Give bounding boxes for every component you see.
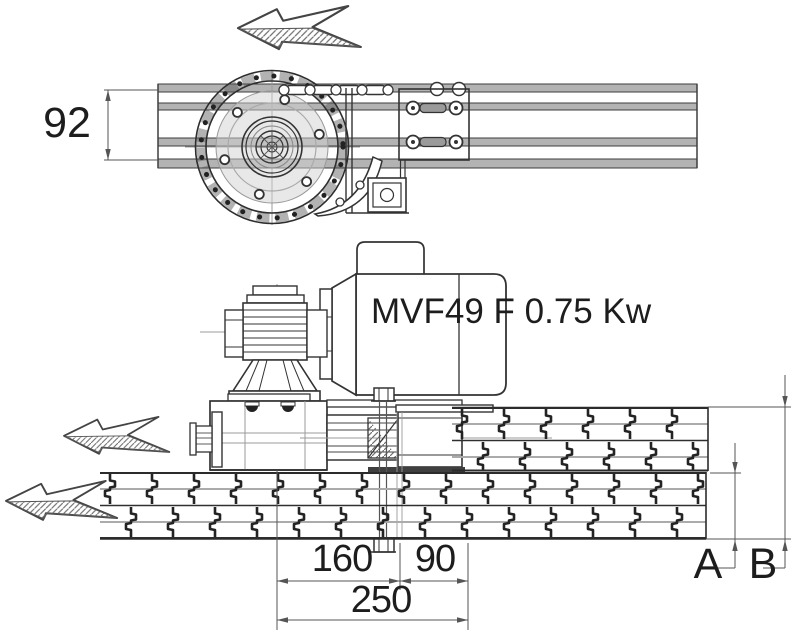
mounting-bracket — [398, 88, 470, 161]
motor-terminal-box — [356, 241, 425, 276]
dimension-92 — [104, 89, 158, 161]
side-view-drawing — [5, 241, 791, 630]
lower-chain — [100, 472, 707, 540]
dimension-250-label: 250 — [350, 579, 412, 621]
dimension-90-label: 90 — [414, 538, 456, 580]
flow-arrow-icon — [236, 5, 362, 51]
dimension-arrowheads — [277, 578, 468, 623]
motor-model-label: MVF49 F 0.75 Kw — [371, 292, 652, 331]
chain-run-top — [278, 81, 467, 97]
dimension-A — [710, 443, 741, 569]
motor — [319, 241, 507, 397]
flow-arrow-icon — [63, 415, 171, 455]
drive-sprocket — [185, 69, 360, 225]
upper-chain — [452, 406, 709, 472]
drive-housing — [189, 393, 330, 471]
dimension-B-label: B — [748, 540, 778, 588]
drive-head-housing — [313, 88, 409, 217]
top-view-drawing — [104, 5, 698, 225]
dimension-bottom-group — [276, 470, 469, 630]
gearbox — [224, 285, 328, 402]
dimension-160-label: 160 — [311, 538, 373, 580]
dimension-B — [706, 375, 791, 569]
dimension-A-label: A — [693, 540, 723, 588]
dimension-92-label: 92 — [43, 99, 91, 147]
gearbox-cone — [231, 359, 319, 392]
